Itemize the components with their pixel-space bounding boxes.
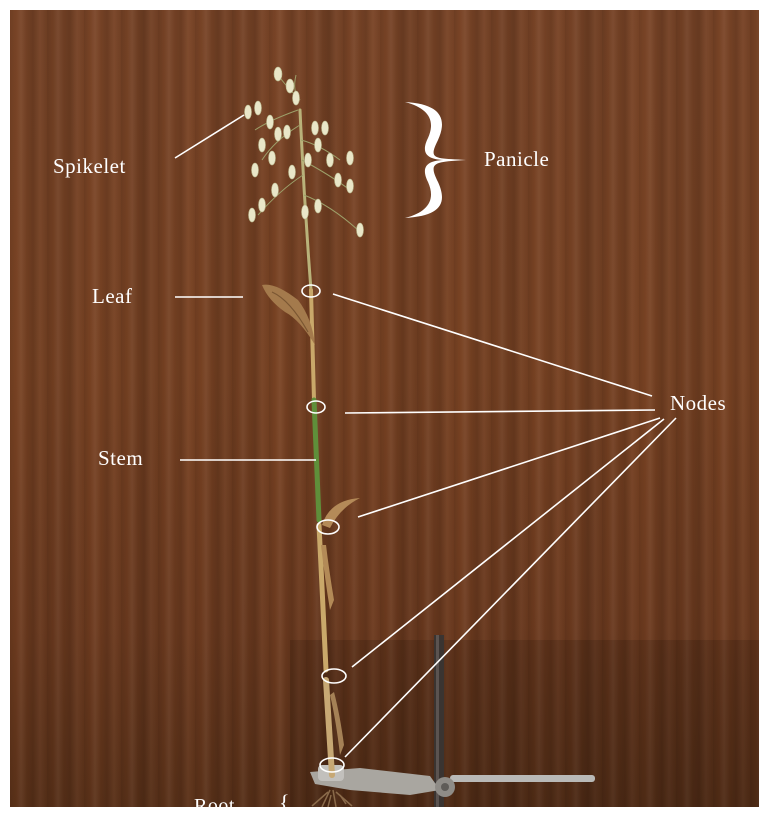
nodes-leader-line-1 [333, 294, 652, 396]
nodes-leader-line-4 [352, 419, 664, 667]
panicle-brace [405, 102, 466, 218]
panicle-illustration [245, 67, 364, 237]
nodes-label: Nodes [670, 393, 726, 414]
leaf-label: Leaf [92, 286, 132, 307]
root-label: Root [194, 796, 235, 816]
nodes-leader-line-2 [345, 410, 655, 413]
root-brace: { [279, 792, 290, 814]
plant-photo [10, 10, 759, 807]
plant-illustration [10, 10, 759, 807]
spikelet-label: Spikelet [53, 156, 126, 177]
spikelet-leader-line [175, 115, 244, 158]
stem-label: Stem [98, 448, 143, 469]
nodes-leader-line-3 [358, 418, 660, 517]
panicle-label: Panicle [484, 149, 549, 170]
